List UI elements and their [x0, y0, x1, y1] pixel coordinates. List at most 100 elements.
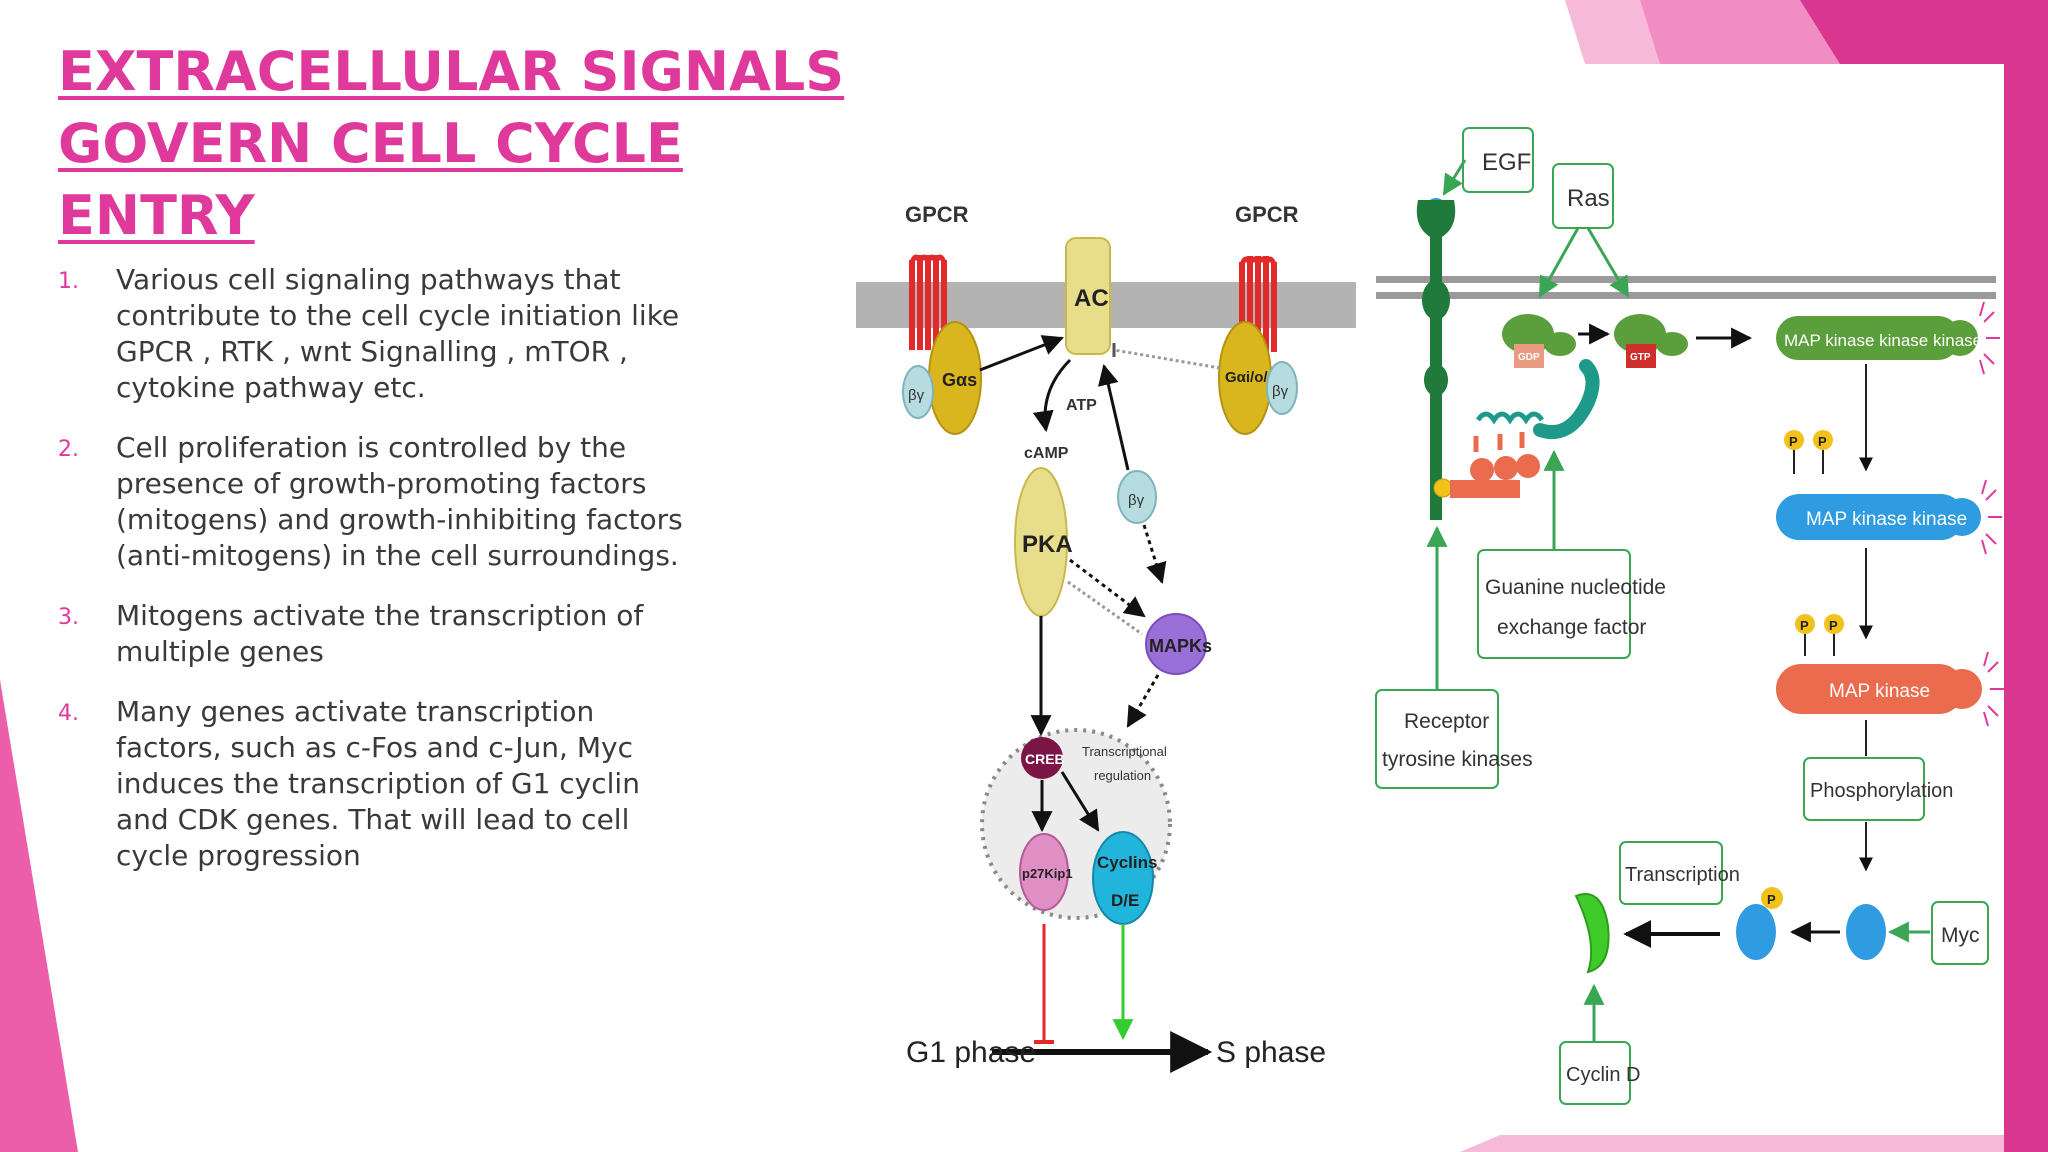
bullet-item: 2. Cell proliferation is controlled by t… — [58, 430, 698, 574]
p-label: P — [1829, 618, 1838, 633]
bullet-line: (mitogens) and growth-inhibiting factors — [116, 503, 683, 536]
mapkkk-node — [1776, 316, 1960, 360]
rtk-box — [1375, 689, 1499, 789]
gef-line: exchange factor — [1497, 616, 1646, 639]
bullet-line: and CDK genes. That will lead to cell — [116, 803, 630, 836]
phospho-pair-1: P P — [1784, 430, 1833, 474]
bullet-line: (anti-mitogens) in the cell surroundings… — [116, 539, 679, 572]
transcriptional-regulation-line: regulation — [1094, 768, 1151, 783]
ras-label: Ras — [1567, 185, 1610, 212]
mapkkk-label: MAP kinase kinase kinase — [1784, 331, 1982, 350]
gpcr-receptor-right — [1239, 256, 1277, 352]
creb-node — [1021, 737, 1063, 779]
beta-gamma-left-label: βγ — [908, 387, 925, 404]
bullet-line: Mitogens activate the transcription of — [116, 599, 644, 632]
beta-gamma-free-node — [1117, 470, 1157, 524]
gtp-label: GTP — [1630, 352, 1651, 363]
gpcr-label-left: GPCR — [905, 202, 969, 227]
beta-gamma-right-label: βγ — [1272, 383, 1289, 400]
title-line: GOVERN CELL CYCLE — [58, 112, 683, 175]
mapkk-node — [1776, 494, 1964, 540]
phospho-pair-2: P P — [1795, 614, 1844, 656]
g1-phase-label: G1 phase — [906, 1036, 1036, 1069]
myc-protein-node — [1846, 904, 1886, 960]
gef-complex — [1450, 359, 1600, 498]
signaling-pathways-figure: GPCR GPCR AC Gαs βγ Gαi/o/z βγ — [856, 127, 2004, 1105]
camp-label: cAMP — [1024, 445, 1069, 462]
myc-phospho-node — [1736, 904, 1776, 960]
mapkk-label: MAP kinase kinase — [1806, 509, 1967, 530]
ras-gtp-node: GTP — [1614, 314, 1688, 368]
gpcr-panel: GPCR GPCR AC Gαs βγ Gαi/o/z βγ — [856, 202, 1356, 1073]
cyclins-de-line: D/E — [1111, 891, 1139, 910]
bullet-line: factors, such as c-Fos and c-Jun, Myc — [116, 731, 633, 764]
title-line: ENTRY — [58, 184, 255, 247]
bullet-line: presence of growth-promoting factors — [116, 467, 647, 500]
bullet-number: 4. — [58, 701, 79, 726]
gpcr-receptor-left — [909, 254, 947, 350]
rtk-panel: EGF Ras — [1375, 127, 2004, 1105]
gef-line: Guanine nucleotide — [1485, 576, 1666, 599]
p-label: P — [1789, 434, 1798, 449]
cyclins-de-line: Cyclins — [1097, 853, 1157, 872]
beta-gamma-free-label: βγ — [1128, 492, 1145, 509]
ac-label: AC — [1074, 285, 1109, 312]
p27-label: p27Kip1 — [1022, 866, 1073, 881]
bullet-line: Various cell signaling pathways that — [116, 263, 621, 296]
bullet-line: induces the transcription of G1 cyclin — [116, 767, 640, 800]
rtk-line: tyrosine kinases — [1382, 748, 1533, 771]
p-label: P — [1800, 618, 1809, 633]
slide-title: EXTRACELLULAR SIGNALS GOVERN CELL CYCLE … — [58, 36, 844, 252]
p-label: P — [1818, 434, 1827, 449]
atp-label: ATP — [1066, 397, 1097, 414]
rtk-receptor — [1416, 198, 1456, 520]
bullet-line: GPCR , RTK , wnt Signalling , mTOR , — [116, 335, 628, 368]
bullet-number: 3. — [58, 605, 79, 630]
gef-box — [1477, 549, 1631, 659]
g-alpha-ioz-label: Gαi/o/z — [1225, 369, 1275, 386]
rtk-line: Receptor — [1404, 710, 1489, 733]
creb-label: CREB — [1025, 751, 1065, 767]
p-label: P — [1767, 892, 1776, 907]
bullet-item: 3. Mitogens activate the transcription o… — [58, 598, 698, 670]
bullet-number: 2. — [58, 437, 79, 462]
adenylyl-cyclase-node — [1065, 237, 1111, 355]
p27-node — [1019, 833, 1069, 911]
egf-label: EGF — [1482, 149, 1531, 176]
membrane-right — [1376, 276, 1996, 283]
transcription-label: Transcription — [1625, 864, 1740, 886]
bullet-line: Many genes activate transcription — [116, 695, 595, 728]
bullet-line: Cell proliferation is controlled by the — [116, 431, 627, 464]
phosphorylation-box — [1803, 757, 1925, 821]
beta-gamma-left-node — [902, 365, 934, 419]
title-line: EXTRACELLULAR SIGNALS — [58, 40, 845, 103]
transcription-box — [1619, 841, 1723, 905]
bullet-line: cytokine pathway etc. — [116, 371, 426, 404]
bullet-list: 1. Various cell signaling pathways that … — [58, 262, 698, 898]
pka-label: PKA — [1022, 531, 1073, 558]
cyclin-d-label: Cyclin D — [1566, 1064, 1640, 1086]
bullet-line: multiple genes — [116, 635, 324, 668]
bullet-item: 4. Many genes activate transcription fac… — [58, 694, 698, 874]
cyclins-de-node — [1092, 831, 1154, 925]
mapk-node — [1776, 664, 1964, 714]
cyclin-d-box — [1559, 1041, 1631, 1105]
bullet-line: cycle progression — [116, 839, 361, 872]
myc-label: Myc — [1941, 924, 1980, 947]
egf-box — [1462, 127, 1534, 193]
g-alpha-s-label: Gαs — [942, 370, 977, 390]
myc-box — [1931, 901, 1989, 965]
bullet-item: 1. Various cell signaling pathways that … — [58, 262, 698, 406]
mapk-label: MAP kinase — [1829, 681, 1930, 702]
activation-sparkles — [1979, 301, 2004, 727]
bullet-line: contribute to the cell cycle initiation … — [116, 299, 680, 332]
s-phase-label: S phase — [1216, 1036, 1326, 1069]
mapks-label: MAPKs — [1149, 636, 1212, 656]
mapks-node — [1145, 613, 1207, 675]
cyclin-d-protein — [1574, 893, 1610, 974]
ras-box — [1552, 163, 1614, 229]
ras-gdp-node: GDP — [1502, 314, 1576, 368]
beta-gamma-right-node — [1266, 361, 1298, 415]
